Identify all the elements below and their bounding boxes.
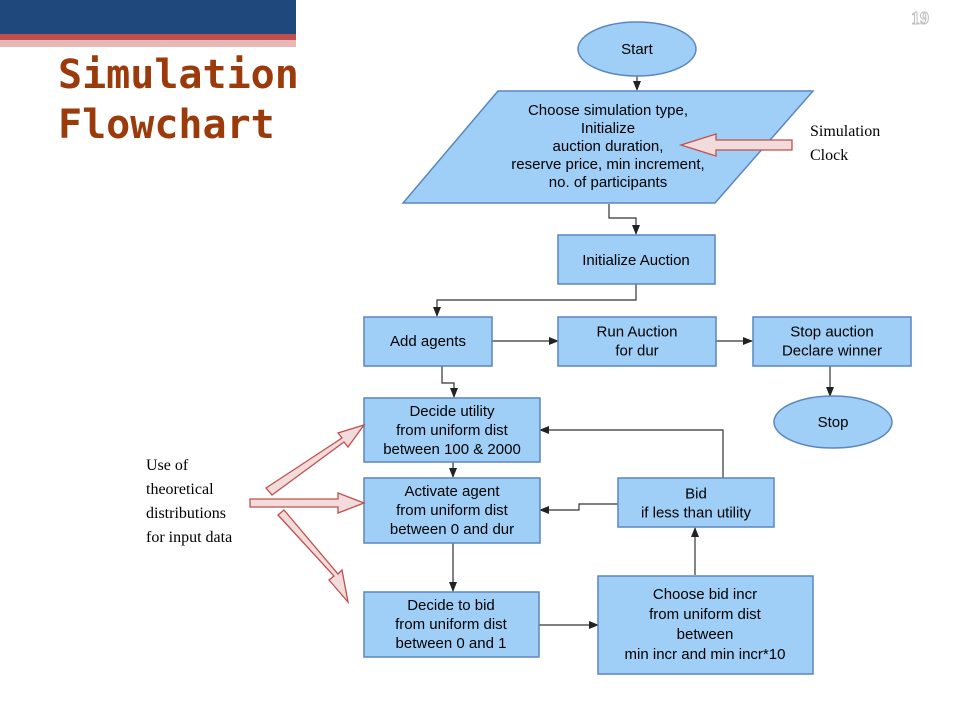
decide-utility-label: Decide utility from uniform dist between 1… [383, 403, 521, 458]
node-label-line: no. of participants [549, 174, 667, 191]
activate-agent-label: Activate agent from uniform dist between 0… [390, 483, 514, 538]
simulation-clock-note: Simulation Clock [810, 123, 881, 164]
node-label-line: from uniform dist [395, 616, 508, 633]
node-label-line: min incr and min incr*10 [625, 646, 786, 663]
start-node [577, 21, 697, 77]
node-label-line: Choose bid incr [653, 586, 757, 603]
start-label: Start [621, 41, 654, 58]
node-label-line: Activate agent [404, 483, 500, 500]
node-label-line: from uniform dist [396, 422, 509, 439]
node-label-line: reserve price, min increment, [511, 156, 704, 173]
node-label-line: Decide to bid [407, 597, 495, 614]
node-label-line: Bid [685, 486, 707, 503]
connectors [433, 76, 834, 629]
decide-utility-node [363, 397, 541, 463]
connector-init-add [433, 284, 637, 317]
add-agents-node [363, 316, 493, 367]
connector-bid-utility [539, 426, 724, 478]
node-label-line: Stop auction [790, 324, 873, 341]
header-bar [0, 0, 296, 34]
dist-arrow-to-utility [265, 423, 366, 496]
choose-type-node [401, 90, 815, 204]
node-label-line: between 100 & 2000 [383, 441, 521, 458]
bid-label: Bid if less than utility [641, 486, 752, 522]
node-label-line: between 0 and dur [390, 521, 514, 538]
choose-incr-node [597, 575, 814, 675]
node-label-line: auction duration, [553, 138, 664, 155]
clock-callout-arrow [678, 133, 793, 157]
node-label-line: Choose simulation type, [528, 102, 688, 119]
connector-bid-activate [539, 503, 618, 514]
node-label-line: Initialize Auction [582, 252, 690, 269]
node-label-line: from uniform dist [396, 502, 509, 519]
node-label-line: Declare winner [782, 343, 882, 360]
node-label-line: for dur [615, 343, 658, 360]
node-label-line: Stop [818, 414, 849, 431]
node-label-line: Add agents [390, 333, 466, 350]
stop-auction-node [752, 316, 912, 367]
bid-node [617, 477, 775, 528]
header-accent-pink [0, 40, 296, 47]
decide-bid-node [363, 591, 540, 658]
node-label-line: Initialize [581, 120, 635, 137]
initialize-auction-node [557, 234, 716, 285]
node-label-line: if less than utility [641, 505, 752, 522]
slide-title: Simulation Flowchart [58, 52, 299, 148]
distributions-note: Use of theoretical distributions for inp… [146, 457, 233, 546]
slide-number: 19 [911, 8, 930, 29]
stop-label: Stop [818, 414, 849, 431]
add-agents-label: Add agents [390, 333, 466, 350]
connector-add-utility [441, 366, 458, 398]
header-accent-red [0, 34, 296, 40]
node-label-line: between 0 and 1 [396, 635, 507, 652]
connector-choose-init [608, 204, 640, 235]
activate-agent-node [363, 477, 541, 544]
node-label-line: Run Auction [597, 324, 678, 341]
initialize-auction-label: Initialize Auction [582, 252, 690, 269]
run-auction-node [557, 316, 717, 367]
dist-arrow-to-decide-bid [277, 509, 350, 605]
choose-incr-label: Choose bid incr from uniform dist between m… [625, 586, 786, 663]
run-auction-label: Run Auction for dur [597, 324, 678, 360]
node-label-line: Start [621, 41, 654, 58]
callout-arrows [249, 133, 793, 605]
node-label-line: Decide utility [409, 403, 495, 420]
node-shapes [363, 21, 912, 675]
node-label-line: from uniform dist [649, 606, 762, 623]
stop-node [773, 395, 893, 449]
node-label-line: between [677, 626, 734, 643]
decide-bid-label: Decide to bid from uniform dist between 0 … [395, 597, 508, 652]
dist-arrow-to-activate [249, 492, 366, 514]
